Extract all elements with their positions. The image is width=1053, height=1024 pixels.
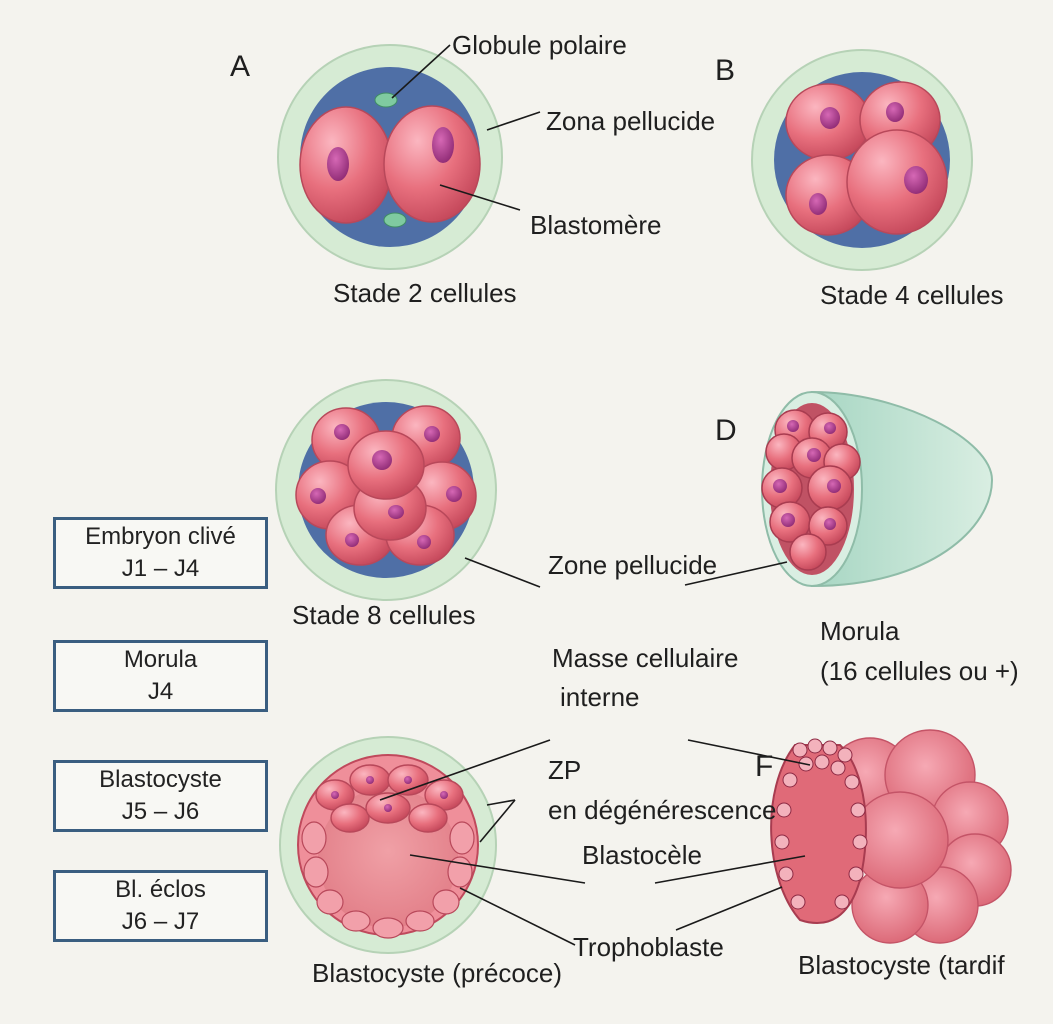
panel-letter-d: D [715, 414, 737, 447]
blastomere-right [383, 105, 481, 223]
label-blastocoel: Blastocèle [582, 840, 702, 870]
legend-title: Morula [123, 646, 198, 673]
leader-zp-2 [479, 799, 516, 843]
panel-letter-b: B [715, 54, 736, 87]
panel-letter-f: F [755, 750, 774, 783]
label-trophoblast: Trophoblaste [573, 932, 724, 962]
nuclei [310, 424, 462, 549]
polar-body-bottom [383, 212, 407, 228]
label-blastomere: Blastomère [530, 210, 662, 240]
embryo-4-cells [751, 49, 973, 271]
stage-caption-8-cells: Stade 8 cellules [292, 600, 476, 630]
legend-days: J4 [147, 678, 174, 705]
embryo-8-cells [275, 379, 497, 601]
label-zp: ZP [548, 755, 582, 785]
legend-box-morula: Morula J4 [53, 640, 268, 712]
label-polar-body: Globule polaire [452, 30, 627, 60]
leader-zp-1 [486, 799, 516, 806]
leader-lines [379, 44, 811, 946]
nucleus-right [432, 127, 454, 163]
label-inner-cell-mass-line2: interne [560, 682, 640, 712]
legend-box-cleaved-embryo: Embryon clivé J1 – J4 [53, 517, 268, 589]
stage-caption-blastocyst-early: Blastocyste (précoce) [312, 958, 562, 988]
nucleus-left [327, 147, 349, 181]
zona-remnant [770, 744, 867, 925]
panel-letter-a: A [230, 50, 251, 83]
leader-trophoblast-e [459, 887, 576, 946]
stage-caption-morula-count: (16 cellules ou +) [820, 656, 1019, 686]
legend-title: Blastocyste [99, 766, 222, 793]
leader-icm-f [687, 739, 811, 766]
label-zp-degenerating: en dégénérescence [548, 795, 777, 825]
legend-days: J6 – J7 [121, 908, 200, 935]
leader-blastomere [439, 184, 521, 211]
label-inner-cell-mass-line1: Masse cellulaire [552, 643, 739, 673]
legend-days: J5 – J6 [121, 798, 200, 825]
nucleus [904, 166, 928, 194]
stage-caption-morula: Morula [820, 616, 900, 646]
polar-body-top [374, 92, 398, 108]
stage-caption-blastocyst-late: Blastocyste (tardif [798, 950, 1005, 980]
leader-icm-e [379, 739, 551, 801]
stage-caption-2-cells: Stade 2 cellules [333, 278, 517, 308]
zona-shell [811, 390, 994, 588]
nucleus [886, 102, 904, 122]
legend-box-hatched-blastocyst: Bl. éclos J6 – J7 [53, 870, 268, 942]
icm-nuclei [331, 776, 448, 812]
leader-blastocoel-e [409, 854, 586, 884]
blastocyst-early [279, 736, 497, 954]
legend-days: J1 – J4 [121, 555, 200, 582]
nucleus [809, 193, 827, 215]
blastomere [846, 129, 948, 235]
blastocyst-late-hatching [770, 729, 1012, 944]
legend-title: Embryon clivé [85, 523, 236, 550]
leader-blastocoel-f [654, 855, 806, 884]
leader-trophoblast-f [675, 886, 783, 931]
blastomere-cluster [295, 405, 477, 566]
label-zone-pellucide: Zone pellucide [548, 550, 718, 580]
morula [761, 390, 994, 588]
leader-zone-pellucide-d [684, 561, 788, 586]
leader-zone-pellucide-c [464, 557, 541, 588]
label-zona-pellucida: Zona pellucide [546, 106, 716, 136]
legend-title: Bl. éclos [115, 876, 206, 903]
trophoblast-cells [301, 821, 475, 939]
legend-box-blastocyst: Blastocyste J5 – J6 [53, 760, 268, 832]
stage-caption-4-cells: Stade 4 cellules [820, 280, 1004, 310]
leader-zona-pellucida [486, 111, 541, 131]
leader-polar-body [391, 44, 451, 99]
morula-nuclei [773, 420, 841, 530]
embryo-2-cells [277, 44, 503, 270]
nucleus [820, 107, 840, 129]
